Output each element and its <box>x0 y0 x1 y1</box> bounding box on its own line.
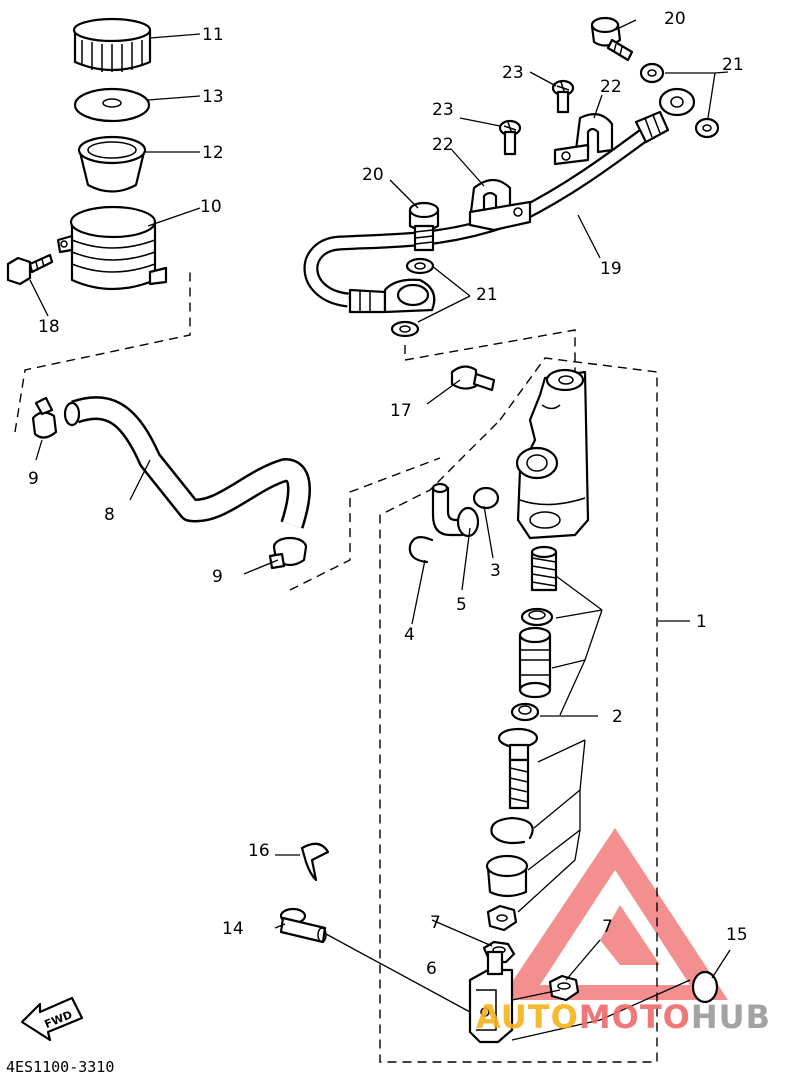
clevis-6 <box>468 950 514 1044</box>
callout-18: 18 <box>38 317 60 337</box>
screw-23-right <box>551 79 575 114</box>
callout-19: 19 <box>600 259 622 279</box>
push-rod <box>497 727 539 810</box>
watermark-brand: AUTOMOTOHUB <box>476 998 771 1036</box>
figure-code: 4ES1100-3310 <box>6 1058 114 1076</box>
nut-7-right <box>548 974 580 1002</box>
callout-21-lower: 21 <box>476 285 498 305</box>
nut <box>486 904 518 932</box>
callout-6: 6 <box>426 959 437 979</box>
fwd-arrow: FWD <box>20 996 84 1042</box>
watermark-logo <box>500 828 728 1000</box>
diaphragm-plate-13 <box>73 87 151 123</box>
callout-20-lower: 20 <box>362 165 384 185</box>
callout-5: 5 <box>456 595 467 615</box>
leader-lines <box>29 19 731 1041</box>
callout-4: 4 <box>404 625 415 645</box>
callout-14: 14 <box>222 919 244 939</box>
callout-23-right: 23 <box>502 63 524 83</box>
hose-holder-22-left <box>468 178 532 232</box>
gaskets-21-upper <box>639 62 720 139</box>
screw-23-left <box>498 119 522 156</box>
callout-10: 10 <box>200 197 222 217</box>
piston <box>518 626 552 699</box>
diaphragm-12 <box>77 135 147 193</box>
callout-21-upper: 21 <box>722 55 744 75</box>
callout-20-upper: 20 <box>664 9 686 29</box>
cup-secondary-2 <box>510 702 540 722</box>
hose-clamp-9-top <box>31 396 58 439</box>
bolt-17 <box>450 365 496 392</box>
hose-connection-outline <box>14 268 576 591</box>
callout-2: 2 <box>612 707 623 727</box>
callout-1: 1 <box>696 612 707 632</box>
callout-9-bottom: 9 <box>212 567 223 587</box>
circlip-4 <box>408 535 434 564</box>
pin-14 <box>279 907 327 944</box>
bolt-18 <box>6 253 54 286</box>
reservoir-tank-10 <box>56 205 168 291</box>
hose-clamp-9-bottom <box>268 536 308 570</box>
reservoir-cap-11 <box>72 17 152 72</box>
watermark-moto: MOTO <box>579 998 691 1036</box>
hose-joint-5 <box>431 482 480 538</box>
callout-7-left: 7 <box>430 913 441 933</box>
o-ring-3 <box>472 486 500 510</box>
callout-7-right: 7 <box>602 917 613 937</box>
callout-22-right: 22 <box>600 77 622 97</box>
watermark-hub: HUB <box>691 998 771 1036</box>
callout-3: 3 <box>490 561 501 581</box>
master-cylinder-body <box>515 368 590 540</box>
callout-13: 13 <box>202 87 224 107</box>
banjo-fitting-upper <box>658 87 696 117</box>
union-bolt-20-lower <box>408 201 440 252</box>
cotter-pin-16 <box>300 842 330 882</box>
callout-8: 8 <box>104 505 115 525</box>
callout-15: 15 <box>726 925 748 945</box>
callout-17: 17 <box>390 401 412 421</box>
washer-15 <box>691 970 719 1004</box>
spring <box>530 545 558 592</box>
callout-12: 12 <box>202 143 224 163</box>
circlip <box>490 816 534 845</box>
assembly-outline-1 <box>379 357 658 1063</box>
callout-11: 11 <box>202 25 224 45</box>
callout-16: 16 <box>248 841 270 861</box>
callouts: 11 13 12 10 18 9 8 9 20 21 23 22 23 22 2… <box>28 9 748 979</box>
cup-primary <box>520 607 554 627</box>
reservoir-hose-8 <box>63 396 311 529</box>
watermark-text: AUTOMOTOHUB <box>476 998 771 1036</box>
union-bolt-20-upper <box>590 16 634 62</box>
banjo-fitting-lower <box>383 278 436 314</box>
watermark-triangle-outer <box>500 828 728 1000</box>
watermark-auto: AUTO <box>476 998 579 1036</box>
gaskets-21-lower <box>390 257 435 338</box>
callout-22-left: 22 <box>432 135 454 155</box>
watermark-triangle-inner <box>600 905 660 965</box>
callout-9-top: 9 <box>28 469 39 489</box>
callout-23-left: 23 <box>432 100 454 120</box>
boot <box>485 854 529 898</box>
